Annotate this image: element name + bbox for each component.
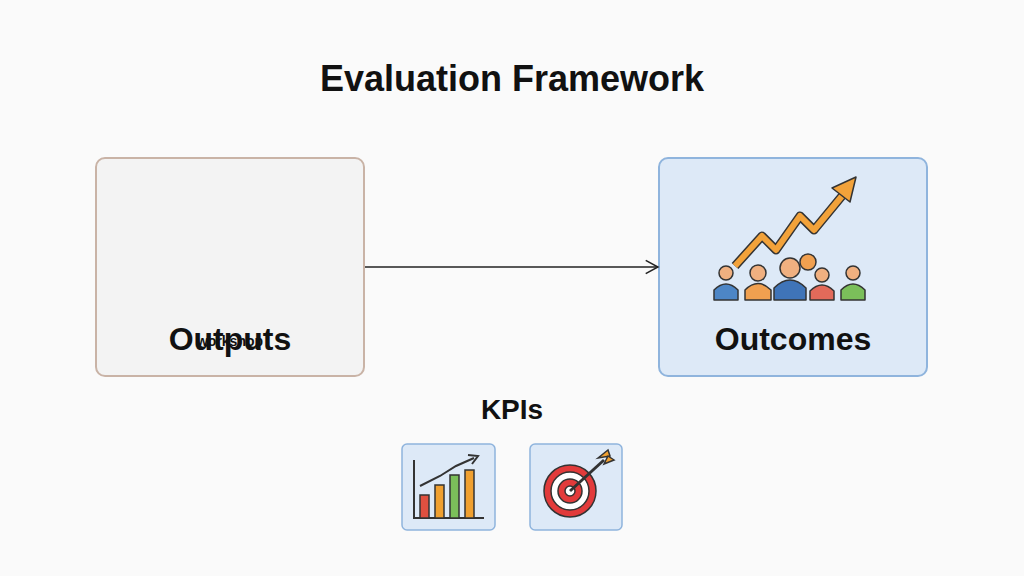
box-label: Outcomes — [660, 321, 926, 358]
flow-arrow — [365, 260, 658, 273]
section-label: KPIs — [312, 394, 712, 426]
kpi-chart-icon — [402, 444, 495, 530]
kpi-target-icon — [530, 444, 622, 530]
arrow-head — [646, 260, 658, 273]
process-box: workshopOutputs — [95, 157, 365, 377]
diagram-title: Evaluation Framework — [0, 58, 1024, 100]
box-label: Outputs — [97, 321, 363, 358]
process-box: Outcomes — [658, 157, 928, 377]
connector-line — [365, 266, 658, 268]
